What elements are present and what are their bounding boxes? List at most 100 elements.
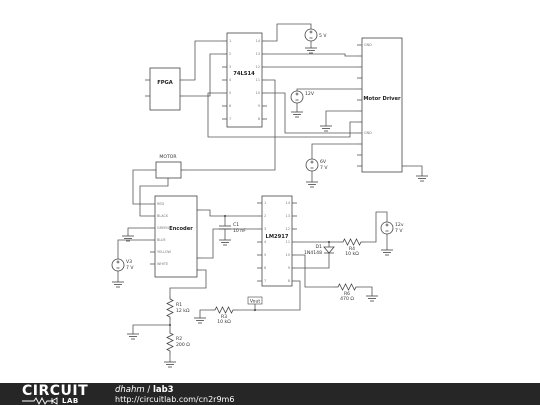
wire-ls14-to-motor: [186, 79, 276, 171]
resistor-r1[interactable]: R1 12 kΩ: [166, 295, 190, 321]
ls14-pin-number: 3: [229, 65, 231, 69]
resistor-name: R6: [344, 291, 350, 297]
ls14-pin-number: 7: [229, 117, 231, 121]
resistor-value: 10 kΩ: [217, 319, 231, 325]
motor-driver-label: Motor Driver: [363, 96, 401, 102]
logo-lab-text: LAB: [62, 397, 79, 405]
lm2917-pin-number: 5: [264, 253, 266, 257]
junction-dot: [168, 323, 172, 327]
lm2917-pin-number: 12: [286, 227, 290, 231]
diode-d1[interactable]: D1 1N4148: [304, 244, 335, 256]
resistor-value: 200 Ω: [176, 342, 190, 348]
lm2917-pin-number: 7: [264, 279, 266, 283]
wire-motor-black: [139, 178, 169, 217]
ls14-pin-number: 8: [258, 117, 260, 121]
title-separator: /: [147, 385, 151, 395]
motor-driver-pin-label: GND: [364, 131, 372, 135]
circuit-url[interactable]: http://circuitlab.com/cn2r9m6: [115, 395, 235, 404]
encoder-pin-label: RED: [157, 202, 164, 206]
junction-dot: [253, 308, 257, 312]
wire-r4-12v: [297, 211, 388, 250]
source-name: 12v: [395, 222, 404, 228]
ground-icon: [415, 175, 429, 182]
encoder-pin-label: BLACK: [157, 214, 169, 218]
ground-icon: [193, 317, 207, 324]
resistor-r3[interactable]: R3 10 kΩ: [211, 306, 237, 325]
voltage-source-12v-driver[interactable]: 12V: [290, 90, 315, 104]
wire-encoder-to-lm2917-b: [202, 228, 257, 259]
resistor-r2[interactable]: R2 200 Ω: [166, 329, 190, 355]
ground-icon: [319, 125, 333, 132]
wire-fpga-out1: [185, 40, 222, 81]
voltage-source-6v[interactable]: 6V 7 V: [305, 158, 328, 172]
capacitor-name: C1: [233, 222, 239, 228]
ground-icon: [380, 249, 394, 256]
user-link[interactable]: dhahm: [115, 385, 145, 395]
ls14-label: 74LS14: [233, 71, 255, 77]
lm2917-pin-number: 8: [288, 279, 290, 283]
wire-driver-gnd: [325, 110, 357, 126]
voltage-source-v3[interactable]: V3 7 V: [111, 258, 134, 272]
wire-encoder-to-r1: [169, 269, 207, 296]
motor-driver-chip[interactable]: Motor Driver: [361, 37, 407, 173]
ground-icon: [365, 295, 379, 302]
ls14-pin-number: 4: [229, 78, 231, 82]
wire-r1-r2: [132, 320, 171, 362]
ls14-pin-number: 12: [256, 65, 260, 69]
vout-label[interactable]: Vout: [247, 296, 263, 305]
wire-ls14-to-driver-1: [267, 53, 357, 57]
voltage-source-5v[interactable]: 5 V: [304, 28, 327, 42]
lm2917-pin-number: 1: [264, 201, 266, 205]
lm2917-pin-number: 14: [286, 201, 290, 205]
ls14-pin-number: 6: [229, 104, 231, 108]
lm2917-pin-number: 9: [288, 266, 290, 270]
lm2917-pin-number: 4: [264, 240, 266, 244]
ls14-pin-number: 2: [229, 52, 231, 56]
junction-dot: [327, 240, 331, 244]
ground-icon: [305, 181, 319, 188]
schematic-canvas: FPGA 74LS14 Motor Driver MOTOR Encoder L…: [111, 23, 429, 368]
source-value: 7 V: [395, 228, 403, 234]
resistor-r6[interactable]: R6 470 Ω: [334, 283, 360, 302]
wire-fpga-out2: [185, 53, 222, 97]
diode-name: D1: [316, 244, 323, 250]
wire-encoder-green-gnd: [127, 227, 150, 236]
wire-encoder-blue-v3: [117, 239, 150, 282]
encoder-pin-label: YELLOW: [157, 250, 172, 254]
source-value: 7 V: [126, 265, 134, 271]
capacitor-c1[interactable]: C1 10 nF: [219, 222, 246, 234]
resistor-name: R3: [221, 314, 227, 320]
circuit-title: dhahm / lab3: [115, 385, 174, 395]
motor-block[interactable]: MOTOR: [151, 154, 186, 179]
fpga-label: FPGA: [157, 80, 173, 86]
lm2917-chip[interactable]: LM2917: [261, 195, 293, 287]
diode-part: 1N4148: [304, 250, 322, 256]
resistor-name: R1: [176, 302, 182, 308]
motor-driver-pin-label: GND: [364, 43, 372, 47]
ls14-pin-number: 1: [229, 39, 231, 43]
resistor-name: R4: [349, 246, 355, 252]
ground-icon: [111, 281, 125, 288]
ls14-pin-number: 9: [258, 104, 260, 108]
resistor-r4[interactable]: R4 10 kΩ: [339, 238, 365, 257]
lm2917-pin-number: 10: [286, 253, 290, 257]
source-name: V3: [126, 259, 132, 265]
circuitlab-logo[interactable]: CIRCUIT: [22, 383, 89, 399]
fpga-block[interactable]: FPGA: [145, 67, 185, 111]
ground-icon: [163, 361, 177, 368]
lm2917-pin-number: 11: [286, 240, 290, 244]
source-name: 12V: [305, 91, 315, 97]
resistor-name: R2: [176, 336, 182, 342]
vout-text: Vout: [250, 298, 261, 304]
circuit-name[interactable]: lab3: [152, 385, 174, 395]
source-name: 6V: [320, 159, 327, 165]
voltage-source-12v[interactable]: 12v 7 V: [380, 221, 404, 235]
encoder-block[interactable]: Encoder: [154, 195, 202, 278]
ls14-pin-number: 10: [256, 91, 260, 95]
ls14-pin-number: 5: [229, 91, 231, 95]
resistor-value: 12 kΩ: [176, 308, 190, 314]
lm2917-pin-number: 13: [286, 214, 290, 218]
junction-dot: [223, 214, 227, 218]
encoder-label: Encoder: [169, 226, 193, 232]
motor-label: MOTOR: [159, 154, 177, 160]
